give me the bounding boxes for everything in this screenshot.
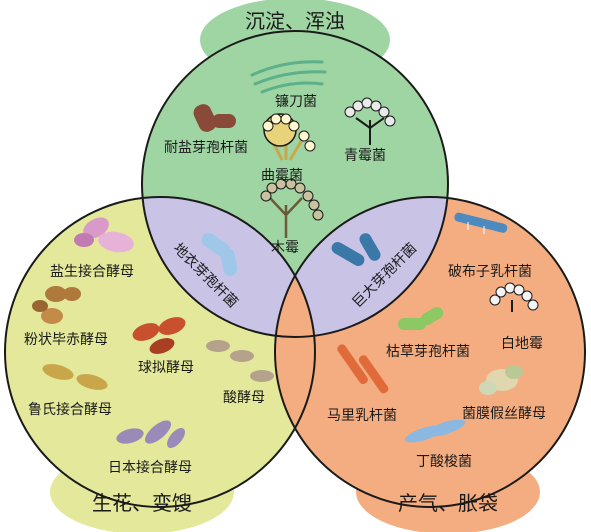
clostridium-icon: [404, 419, 466, 443]
label-fusarium: 镰刀菌: [275, 93, 317, 110]
right-circle-outline: [274, 196, 586, 508]
label-bacillus-salt: 耐盐芽孢杆菌: [164, 140, 248, 156]
label-zygo-japonicus: 日本接合酵母: [108, 459, 192, 476]
lactobacillus-brevis-icon: [454, 212, 508, 234]
aspergillus-icon: [262, 113, 316, 161]
geotrichum-icon: [489, 282, 539, 312]
label-zygo-salt: 盐生接合酵母: [50, 263, 134, 280]
bacillus-megaterium-icon: [331, 233, 381, 266]
hyphopichia-icon: [479, 365, 523, 395]
bacillus-salt-icon: [193, 104, 236, 132]
torulopsis-icon: [132, 317, 186, 354]
zygo-japonicus-icon: [116, 420, 185, 448]
top-circle-outline: [141, 30, 449, 338]
pichia-icon: [32, 286, 81, 324]
label-pichia: 粉状毕赤酵母: [24, 332, 108, 348]
label-lactobacillus-brevis: 破布子乳杆菌: [448, 264, 532, 280]
zygo-rouxii-icon: [42, 364, 108, 390]
fusarium-icon: [250, 60, 327, 94]
label-zygo-rouxii: 鲁氏接合酵母: [28, 401, 112, 418]
label-sour-yeast: 酸酵母: [223, 390, 265, 406]
label-mucor: 木霉: [271, 240, 299, 256]
top-header-label: 沉淀、浑浊: [245, 9, 345, 33]
label-hyphopichia: 菌膜假丝酵母: [462, 406, 546, 422]
label-penicillium: 青霉菌: [344, 148, 386, 164]
label-lactobacillus-malt: 马里乳杆菌: [327, 408, 397, 424]
overlap-top-right: [275, 197, 448, 337]
overlap-top-left: [142, 197, 315, 337]
lactobacillus-malt-icon: [337, 344, 389, 394]
sour-yeast-icon: [206, 340, 274, 382]
label-clostridium: 丁酸梭菌: [416, 453, 472, 470]
left-circle-outline: [4, 196, 316, 508]
zygo-salt-icon: [74, 217, 134, 253]
right-header-label: 产气、胀袋: [398, 491, 498, 515]
left-header-label: 生花、变馊: [92, 491, 192, 515]
bacillus-subtilis-icon: [398, 307, 444, 330]
label-bacillus-subtilis: 枯草芽孢杆菌: [386, 344, 470, 360]
mucor-icon: [260, 178, 324, 238]
penicillium-icon: [344, 97, 396, 145]
label-geotrichum: 白地霉: [501, 336, 543, 352]
label-aspergillus: 曲霉菌: [261, 168, 303, 184]
label-torulopsis: 球拟酵母: [138, 360, 194, 376]
bacillus-licheniformis-icon: [201, 232, 238, 276]
